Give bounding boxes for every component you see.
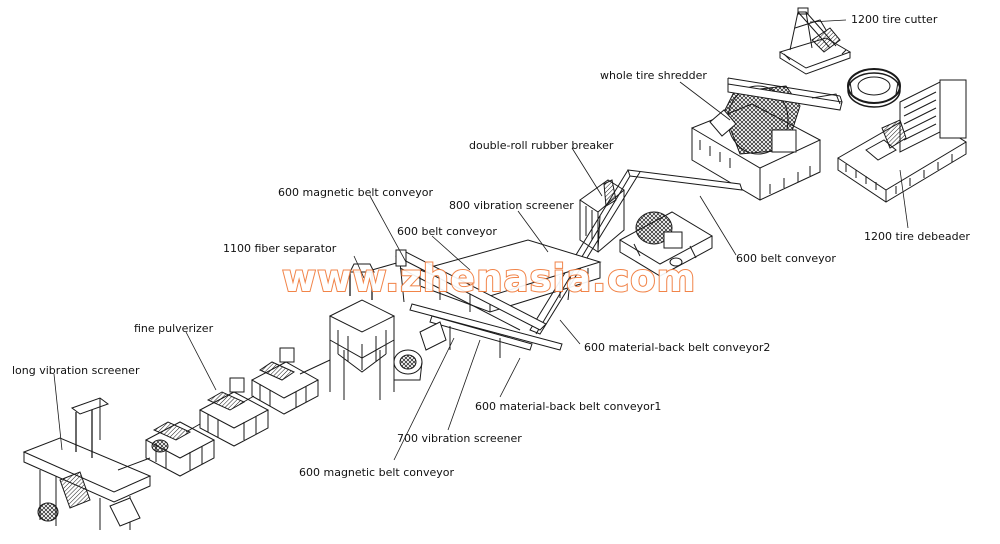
vibration-screener-700	[393, 321, 447, 381]
label-tire-cutter: 1200 tire cutter	[851, 13, 938, 26]
label-material-back-2: 600 material-back belt conveyor2	[584, 341, 771, 354]
leader-lines	[53, 19, 909, 461]
double-roll-breaker-machine	[579, 179, 625, 253]
label-magnetic-conveyor-bottom: 600 magnetic belt conveyor	[299, 466, 454, 479]
watermark: www.zhenasia.com	[281, 256, 697, 301]
label-long-vibration-screener: long vibration screener	[12, 364, 140, 377]
label-tire-debeader: 1200 tire debeader	[864, 230, 970, 243]
label-fine-pulverizer: fine pulverizer	[134, 322, 214, 335]
label-vibration-screener-800: 800 vibration screener	[449, 199, 574, 212]
fiber-separator-machine	[328, 249, 407, 400]
label-belt-conveyor-right: 600 belt conveyor	[736, 252, 836, 265]
label-belt-conveyor-left: 600 belt conveyor	[397, 225, 497, 238]
material-back-conveyors	[409, 303, 563, 358]
label-vibration-screener-700: 700 vibration screener	[397, 432, 522, 445]
tire-cutter-machine	[778, 7, 852, 75]
label-material-back-1: 600 material-back belt conveyor1	[475, 400, 662, 413]
long-vibration-screener-machine	[22, 397, 152, 530]
fine-pulverizer-unit-3	[144, 421, 216, 477]
label-magnetic-conveyor-top: 600 magnetic belt conveyor	[278, 186, 433, 199]
label-double-roll-breaker: double-roll rubber breaker	[469, 139, 614, 152]
whole-tire-shredder-machine	[690, 77, 843, 201]
tire	[847, 68, 901, 108]
tire-debeader-machine	[837, 79, 967, 203]
label-fiber-separator: 1100 fiber separator	[223, 242, 337, 255]
drive-unit	[618, 211, 714, 277]
connecting-chutes	[117, 359, 331, 471]
label-whole-tire-shredder: whole tire shredder	[600, 69, 707, 82]
fine-pulverizer-unit-2	[198, 377, 270, 447]
fine-pulverizer-unit-1	[250, 347, 320, 415]
